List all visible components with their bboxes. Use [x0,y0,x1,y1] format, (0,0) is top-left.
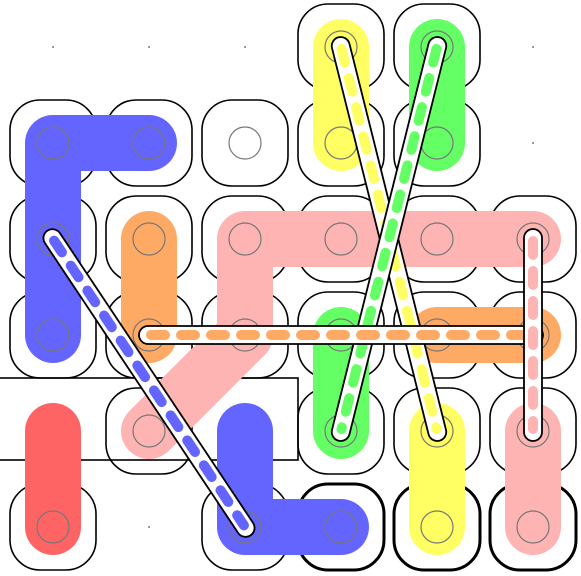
node-0-3 [36,318,70,352]
stray-dot [52,46,54,48]
node-0-5 [36,510,70,544]
node-1-2 [132,222,166,256]
stray-dot [532,46,534,48]
tile-2-1[interactable] [201,99,289,187]
stray-dot [148,526,150,528]
node-4-5 [420,510,454,544]
node-layer [36,30,550,544]
node-1-1 [132,126,166,160]
stray-dot [244,46,246,48]
node-2-1 [228,126,262,160]
node-4-2 [420,222,454,256]
stray-dot [532,142,534,144]
stray-dot-layer [52,46,534,528]
node-1-4 [132,414,166,448]
node-0-1 [36,126,70,160]
blue-bridge [42,228,256,538]
bridge-layer [42,36,544,538]
blue-bridge-dashes [49,235,249,531]
pink-main-path [217,211,561,363]
stray-dot [148,46,150,48]
node-3-2 [324,222,358,256]
node-5-5 [516,510,550,544]
pink-bridge [523,228,543,442]
orange-bridge [138,325,544,345]
blue-left-path [25,115,177,363]
node-3-5 [324,510,358,544]
node-2-2 [228,222,262,256]
